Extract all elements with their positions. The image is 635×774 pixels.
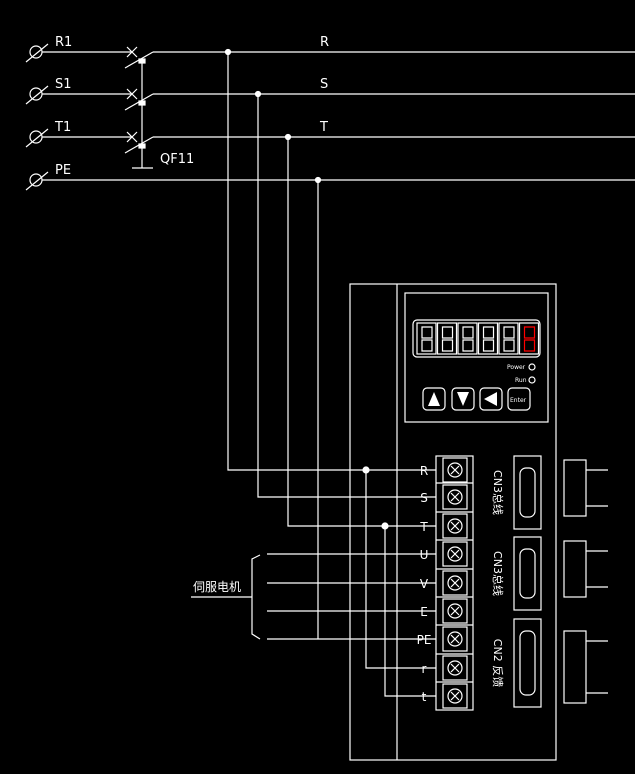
power-label: Power: [507, 364, 526, 371]
digit-segment: [421, 326, 433, 352]
junction: [362, 466, 370, 474]
terminal-label: R: [420, 464, 428, 478]
servo-drive-box: [349, 283, 557, 761]
terminal-label: T: [419, 520, 428, 534]
terminal-label: V: [420, 577, 429, 591]
breaker-label: QF11: [160, 152, 194, 167]
down-button[interactable]: [451, 387, 475, 411]
digit-segment: [523, 326, 536, 352]
input-label: T1: [54, 120, 71, 135]
enter-button[interactable]: Enter: [507, 387, 531, 411]
connectors: CN3总线 CN3总线 CN2 反馈: [491, 455, 608, 708]
terminal-label: U: [420, 548, 429, 562]
wire-rt: [365, 470, 436, 697]
power-led: [528, 363, 536, 371]
digit-segment: [441, 326, 454, 352]
db-connector-icon: [519, 467, 536, 518]
connector-label: CN2 反馈: [491, 639, 504, 687]
terminal-slot: [442, 655, 468, 681]
screw-icon: [447, 489, 463, 505]
digit-segment: [503, 326, 515, 352]
connector-label: CN3总线: [491, 470, 505, 515]
terminal-label: S: [420, 491, 428, 505]
db-connector-icon: [519, 630, 536, 696]
bus-label: T: [319, 120, 328, 135]
connector-label: CN3总线: [491, 551, 505, 596]
terminal-icon: [29, 87, 43, 101]
screw-icon: [447, 546, 463, 562]
bus-label: S: [320, 77, 328, 92]
terminal-label: t: [422, 690, 427, 704]
motor-label: 伺服电机: [193, 580, 241, 594]
external-plug: [563, 459, 587, 517]
motor-bracket: [191, 554, 261, 640]
junction: [381, 522, 389, 530]
digit-segment: [482, 326, 495, 352]
wire-T: [287, 137, 436, 527]
terminal-block: RS TU VE PE rt: [417, 455, 474, 711]
bus-label: R: [320, 35, 329, 50]
terminal-label: r: [422, 662, 427, 676]
terminal-slot: [442, 683, 468, 709]
screw-icon: [447, 575, 463, 591]
connector-1: [513, 455, 542, 530]
screw-icon: [447, 462, 463, 478]
terminal-slot: [442, 570, 468, 596]
control-panel: Power Run Enter: [404, 292, 549, 423]
run-led: [528, 376, 536, 384]
terminal-slot: [442, 598, 468, 624]
wire-S: [257, 94, 436, 498]
external-plug: [563, 540, 587, 598]
external-plug: [563, 630, 587, 704]
up-arrow-icon: [428, 392, 440, 406]
input-label: PE: [55, 163, 71, 178]
terminal-slot: [442, 626, 468, 652]
screw-icon: [447, 603, 463, 619]
screw-icon: [447, 660, 463, 676]
terminal-slot: [442, 513, 468, 539]
down-arrow-icon: [457, 392, 469, 406]
input-label: S1: [55, 77, 72, 92]
bus-labels: R S T: [319, 35, 329, 135]
terminal-slot: [442, 484, 468, 510]
left-arrow-icon: [484, 392, 497, 406]
db-connector-icon: [519, 548, 536, 599]
terminal-label: PE: [417, 633, 432, 647]
terminal-slot: [442, 457, 468, 483]
terminal-icon: [29, 45, 43, 59]
input-label: R1: [55, 35, 72, 50]
run-label: Run: [515, 377, 527, 384]
connector-3: [513, 618, 542, 708]
terminal-icon: [29, 130, 43, 144]
connector-2: [513, 536, 542, 611]
screw-icon: [447, 688, 463, 704]
up-button[interactable]: [422, 387, 446, 411]
left-button[interactable]: [479, 387, 503, 411]
screw-icon: [447, 518, 463, 534]
screw-icon: [447, 631, 463, 647]
digit-segment: [462, 326, 474, 352]
terminal-slot: [442, 541, 468, 567]
wires: [42, 46, 635, 697]
terminal-icon: [29, 173, 43, 187]
terminal-label: E: [420, 605, 428, 619]
enter-label: Enter: [510, 397, 527, 404]
